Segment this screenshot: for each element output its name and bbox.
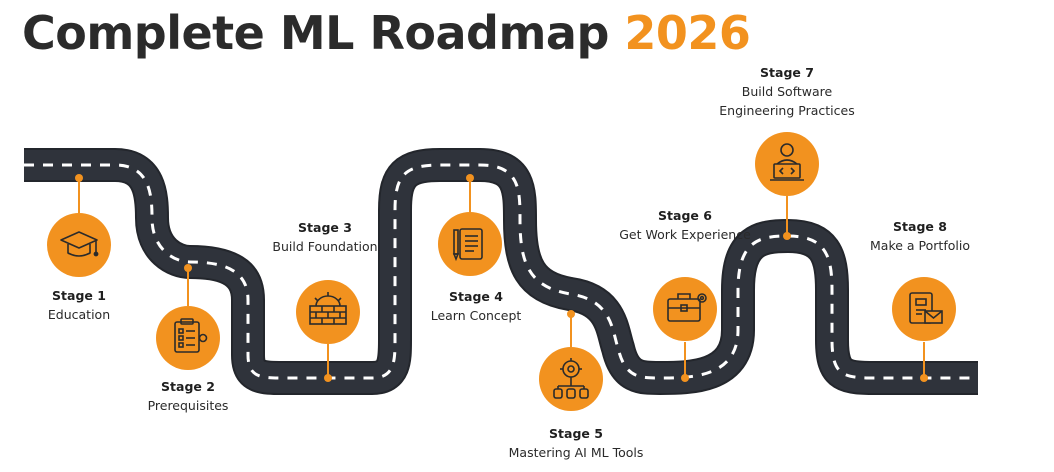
stage-1-badge xyxy=(47,213,111,277)
stage-6-title: Stage 6 xyxy=(658,208,712,223)
gear-database-icon xyxy=(553,358,589,399)
stage-2-title: Stage 2 xyxy=(161,379,215,394)
stage-3-title: Stage 3 xyxy=(298,220,352,235)
graduation-cap-icon xyxy=(60,231,99,257)
stage-4-badge xyxy=(438,212,502,276)
stage-2-badge xyxy=(156,306,220,370)
stage-2-label: Stage 2 Prerequisites xyxy=(148,377,229,415)
dot-stage-3 xyxy=(324,374,332,382)
stage-1-text: Education xyxy=(47,307,111,322)
dot-stage-6 xyxy=(681,374,689,382)
dot-stage-5 xyxy=(567,310,575,318)
stage-4-circle xyxy=(438,212,502,276)
stage-5-text: Mastering AI ML Tools xyxy=(508,445,644,460)
dot-stage-7 xyxy=(783,232,791,240)
brick-wall-foundation-icon xyxy=(309,292,347,325)
stage-1-circle xyxy=(47,213,111,277)
stage-4-text: Learn Concept xyxy=(430,308,522,323)
stage-8-circle xyxy=(892,277,956,341)
stage-8-title: Stage 8 xyxy=(893,219,947,234)
dot-stage-4 xyxy=(466,174,474,182)
page-title: Complete ML Roadmap 2026 xyxy=(22,6,751,60)
stage-7-title: Stage 7 xyxy=(760,65,814,80)
stage-6-text: Get Work Experience xyxy=(619,227,751,242)
stage-5-badge xyxy=(539,347,603,411)
stage-5-title: Stage 5 xyxy=(549,426,603,441)
stage-1-label: Stage 1 Education xyxy=(48,286,110,324)
stage-8-badge xyxy=(892,277,956,341)
stage-6-label: Stage 6 Get Work Experience xyxy=(619,206,751,244)
dot-stage-2 xyxy=(184,264,192,272)
stage-1-title: Stage 1 xyxy=(52,288,106,303)
title-year: 2026 xyxy=(624,6,751,60)
dot-stage-8 xyxy=(920,374,928,382)
stage-7-text-line2: Engineering Practices xyxy=(719,103,855,118)
notebook-pencil-icon xyxy=(452,228,483,262)
connector-lines xyxy=(78,178,925,378)
stage-2-text: Prerequisites xyxy=(147,398,229,413)
developer-laptop-icon xyxy=(770,143,804,181)
stage-3-label: Stage 3 Build Foundation xyxy=(272,218,377,256)
briefcase-gear-icon xyxy=(667,293,707,322)
stage-8-label: Stage 8 Make a Portfolio xyxy=(870,217,970,255)
stage-6-badge xyxy=(653,277,717,341)
stage-4-label: Stage 4 Learn Concept xyxy=(431,287,522,325)
stage-4-title: Stage 4 xyxy=(449,289,503,304)
stage-3-text: Build Foundation xyxy=(272,239,378,254)
stage-7-text: Build Software xyxy=(741,84,833,99)
stage-3-badge xyxy=(296,280,360,344)
stage-6-circle xyxy=(653,277,717,341)
portfolio-envelope-icon xyxy=(909,292,943,324)
title-main: Complete ML Roadmap xyxy=(22,6,609,60)
stage-7-badge xyxy=(755,132,819,196)
stage-8-text: Make a Portfolio xyxy=(870,238,970,253)
clipboard-checklist-icon xyxy=(174,318,208,353)
stage-5-label: Stage 5 Mastering AI ML Tools xyxy=(509,424,644,462)
stage-7-label: Stage 7 Build Software Engineering Pract… xyxy=(719,63,854,120)
connector-dots xyxy=(75,174,928,382)
dot-stage-1 xyxy=(75,174,83,182)
